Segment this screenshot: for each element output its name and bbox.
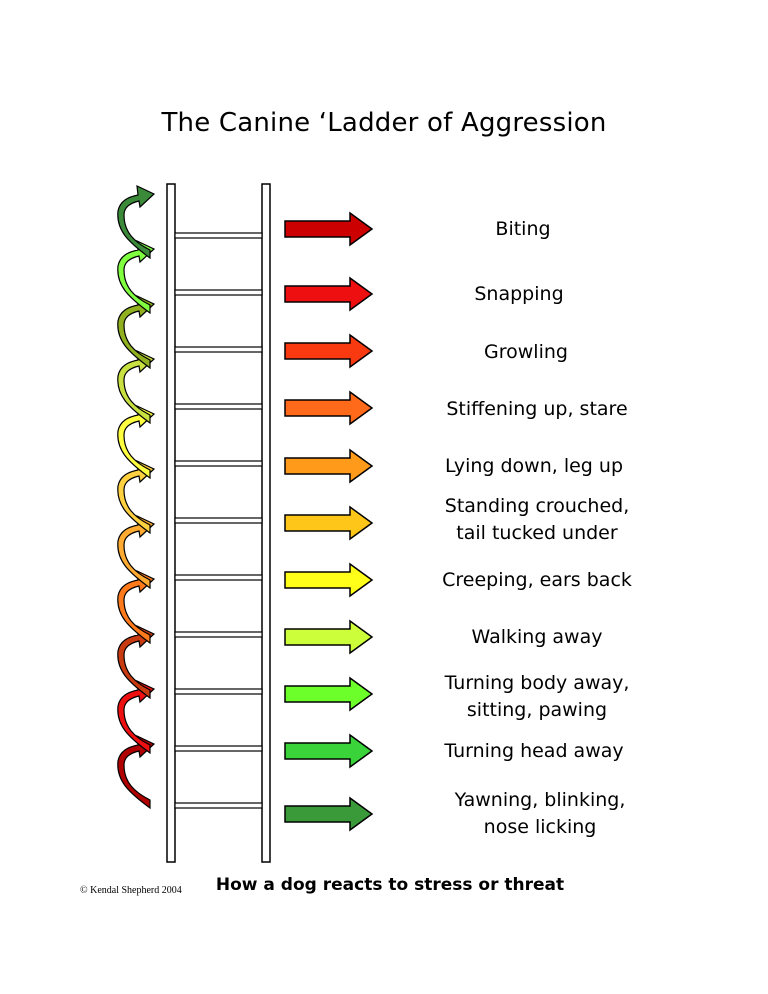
ladder	[166, 183, 271, 863]
step-arrow	[284, 676, 374, 712]
step-arrow	[284, 333, 374, 369]
step-label-line: Turning head away	[444, 740, 624, 762]
ladder-rung	[174, 574, 263, 581]
step-label-line: Stiffening up, stare	[446, 398, 628, 420]
step-arrow	[284, 562, 374, 598]
ladder-rung	[174, 460, 263, 467]
step-label-line: Standing crouched,	[444, 495, 630, 517]
ladder-rung	[174, 688, 263, 695]
step-label-line: Turning body away,	[444, 672, 630, 694]
ladder-rung	[174, 346, 263, 353]
step-arrow	[284, 390, 374, 426]
ladder-rung	[174, 745, 263, 752]
step-label: Walking away	[397, 624, 677, 651]
step-arrow	[284, 448, 374, 484]
ladder-rung	[174, 517, 263, 524]
step-arrow	[284, 733, 374, 769]
step-label: Turning head away	[394, 738, 674, 765]
step-label: Yawning, blinking, nose licking	[400, 787, 680, 841]
diagram-title: The Canine ‘Ladder of Aggression	[161, 108, 607, 138]
step-label-line: Snapping	[474, 283, 564, 305]
step-arrows	[284, 211, 374, 832]
step-arrow	[284, 276, 374, 312]
step-label-line: Biting	[495, 218, 551, 240]
step-label: Lying down, leg up	[394, 453, 674, 480]
step-arrow	[284, 211, 374, 247]
step-arrow	[284, 619, 374, 655]
step-label: Turning body away, sitting, pawing	[397, 670, 677, 724]
step-label-line: Walking away	[471, 626, 603, 648]
ladder-rung	[174, 403, 263, 410]
escalation-curl-arrow	[117, 185, 156, 260]
step-label-line: Creeping, ears back	[442, 569, 632, 591]
step-arrow	[284, 796, 374, 832]
step-label: Creeping, ears back	[397, 567, 677, 594]
copyright-notice: © Kendal Shepherd 2004	[80, 885, 182, 896]
step-label: Biting	[383, 216, 663, 243]
step-label: Growling	[386, 339, 666, 366]
ladder-rung	[174, 631, 263, 638]
step-arrow	[284, 505, 374, 541]
step-label-line: Lying down, leg up	[444, 455, 624, 477]
step-label-line: Growling	[484, 341, 568, 363]
ladder-left-rail	[166, 183, 176, 863]
step-label-line: tail tucked under	[456, 522, 618, 544]
step-label: Stiffening up, stare	[397, 396, 677, 423]
step-label-line: Yawning, blinking,	[454, 789, 626, 811]
ladder-rung	[174, 289, 263, 296]
escalation-curls	[117, 185, 156, 810]
step-label: Snapping	[379, 281, 659, 308]
step-label: Standing crouched, tail tucked under	[397, 493, 677, 547]
step-label-line: sitting, pawing	[466, 699, 608, 721]
ladder-right-rail	[261, 183, 271, 863]
ladder-rung	[174, 802, 263, 809]
step-label-line: nose licking	[483, 816, 597, 838]
diagram-caption: How a dog reacts to stress or threat	[215, 875, 565, 895]
ladder-rung	[174, 232, 263, 239]
